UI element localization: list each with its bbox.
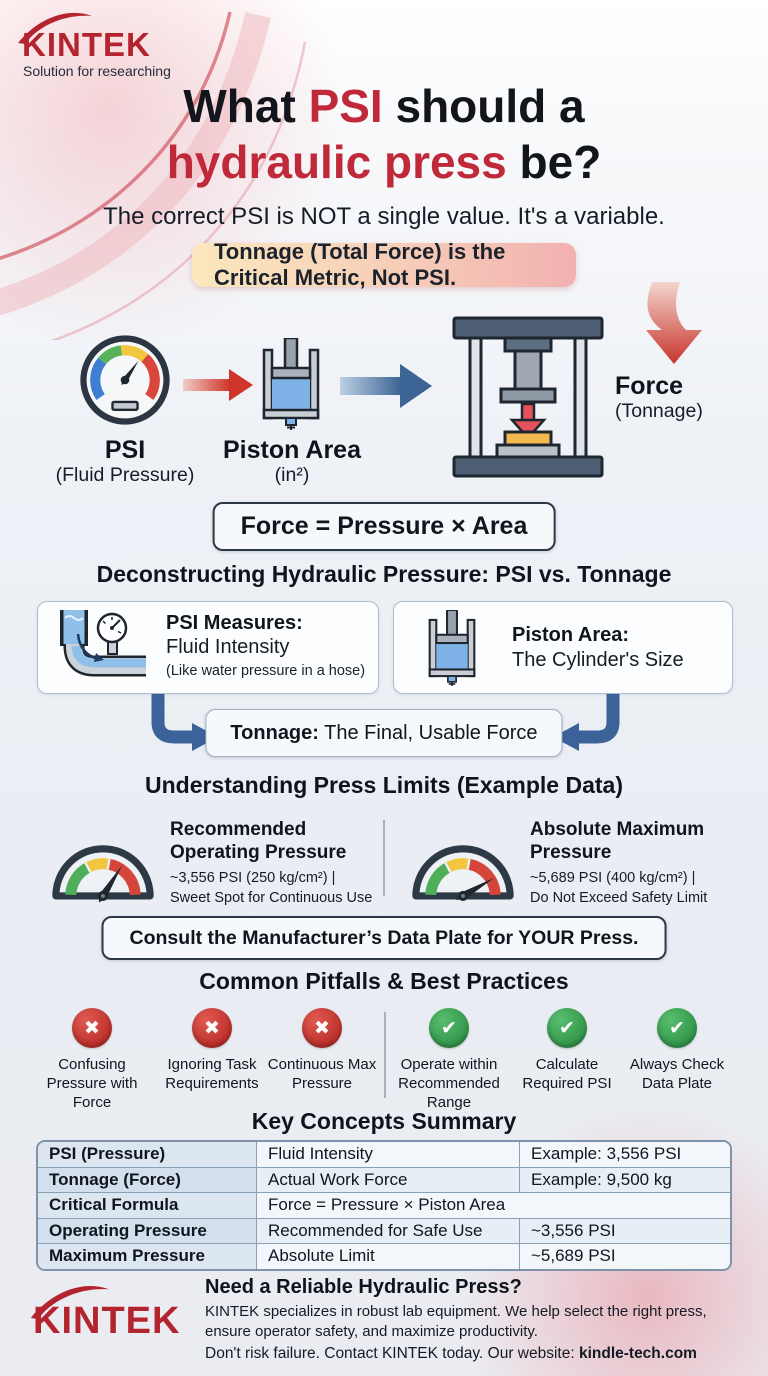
tonnage-pill-bold: Tonnage: — [230, 721, 319, 744]
flow-piston-sub: (in²) — [274, 464, 310, 486]
pipe-gauge-icon — [60, 610, 146, 677]
elbow-arrow-left-icon — [151, 694, 218, 751]
card-psi-measures: PSI Measures: Fluid Intensity (Like wate… — [37, 601, 379, 694]
tonnage-pill: Tonnage: The Final, Usable Force — [205, 709, 563, 757]
flow-psi-sub: (Fluid Pressure) — [55, 464, 195, 486]
table-row: PSI (Pressure) Fluid Intensity Example: … — [38, 1142, 730, 1168]
card-piston-line: The Cylinder's Size — [512, 649, 684, 671]
footer-website: kindle-tech.com — [578, 1345, 697, 1362]
subtitle: The correct PSI is NOT a single value. I… — [103, 203, 665, 230]
elbow-arrow-right-icon — [553, 694, 620, 751]
x-circle-icon: ✖ — [72, 1008, 112, 1048]
card-piston-area: Piston Area: The Cylinder's Size — [393, 601, 733, 694]
brand-swoosh-icon — [18, 12, 92, 44]
limit-right-value: ~5,689 PSI (400 kg/cm²) | — [530, 870, 696, 886]
card-piston-title: Piston Area: — [512, 624, 630, 646]
piston-small-icon — [428, 610, 476, 686]
card-psi-line: Fluid Intensity — [166, 636, 290, 658]
limit-right-title: Absolute Maximum Pressure — [530, 819, 705, 863]
tonnage-pill-text: The Final, Usable Force — [318, 721, 538, 744]
table-row: Tonnage (Force) Actual Work Force Exampl… — [38, 1167, 730, 1193]
limit-left-title: Recommended Operating Pressure — [170, 819, 347, 863]
flow-force-label: Force — [615, 372, 684, 400]
formula-pill: Force = Pressure × Area — [212, 502, 556, 551]
press-icon — [452, 316, 604, 478]
flow-piston-label: Piston Area — [222, 436, 361, 464]
table-row: Operating Pressure Recommended for Safe … — [38, 1218, 730, 1244]
pitfall-item: ✖ Confusing Pressure with Force — [31, 1008, 153, 1112]
table-row: Maximum Pressure Absolute Limit ~5,689 P… — [38, 1244, 730, 1269]
footer-body: KINTEK specializes in robust lab equipme… — [205, 1303, 707, 1340]
best-practice-item: ✔ Calculate Required PSI — [506, 1008, 628, 1093]
brand-swoosh-icon — [30, 1286, 110, 1319]
check-circle-icon: ✔ — [429, 1008, 469, 1048]
table-row: Critical Formula Force = Pressure × Pist… — [38, 1193, 730, 1219]
flow-arrow-blue-icon — [340, 364, 432, 408]
pitfall-item: ✖ Continuous Max Pressure — [261, 1008, 383, 1093]
check-circle-icon: ✔ — [657, 1008, 697, 1048]
check-circle-icon: ✔ — [547, 1008, 587, 1048]
footer-heading: Need a Reliable Hydraulic Press? — [205, 1276, 522, 1298]
brand-logo: KINTEK — [22, 26, 151, 63]
limit-left-block: Recommended Operating Pressure ~3,556 PS… — [170, 818, 380, 908]
pitfall-item: ✖ Ignoring Task Requirements — [151, 1008, 273, 1093]
limits-divider — [383, 820, 385, 896]
section-heading-pitfalls: Common Pitfalls & Best Practices — [199, 968, 569, 994]
curved-arrow-red-icon — [646, 282, 702, 364]
section-heading-limits: Understanding Press Limits (Example Data… — [144, 772, 623, 798]
half-gauge-recommended-icon — [52, 845, 154, 903]
limit-left-value: ~3,556 PSI (250 kg/cm²) | — [170, 870, 336, 886]
limit-right-block: Absolute Maximum Pressure ~5,689 PSI (40… — [530, 818, 742, 908]
footer-cta: Don't risk failure. Contact KINTEK today… — [205, 1345, 697, 1362]
flow-arrow-red-icon — [183, 369, 253, 401]
pitfalls-divider — [384, 1012, 386, 1098]
page-title: What PSI should a hydraulic press be? — [0, 78, 768, 190]
footer-logo: KINTEK — [33, 1300, 181, 1342]
half-gauge-max-icon — [412, 845, 514, 902]
flow-force-sub: (Tonnage) — [615, 400, 703, 422]
x-circle-icon: ✖ — [302, 1008, 342, 1048]
brand-tagline: Solution for researching — [23, 63, 171, 79]
highlight-banner: Tonnage (Total Force) is the Critical Me… — [192, 239, 576, 290]
limit-left-note: Sweet Spot for Continuous Use — [170, 890, 373, 906]
flow-psi-label: PSI — [104, 436, 146, 464]
gauge-icon — [80, 335, 170, 425]
piston-icon — [262, 338, 320, 430]
best-practice-item: ✔ Always Check Data Plate — [616, 1008, 738, 1093]
title-part: should a — [382, 80, 585, 132]
section-heading-summary: Key Concepts Summary — [251, 1108, 517, 1134]
best-practice-item: ✔ Operate within Recommended Range — [388, 1008, 510, 1112]
limit-right-note: Do Not Exceed Safety Limit — [530, 890, 708, 906]
title-part-red: PSI — [308, 80, 383, 132]
consult-pill: Consult the Manufacturer’s Data Plate fo… — [101, 916, 667, 960]
title-part: be? — [506, 136, 602, 188]
x-circle-icon: ✖ — [192, 1008, 232, 1048]
card-psi-note: (Like water pressure in a hose) — [166, 663, 366, 679]
section-heading-deconstruct: Deconstructing Hydraulic Pressure: PSI v… — [96, 561, 672, 587]
title-part: What — [183, 80, 309, 132]
title-part-red: hydraulic press — [166, 136, 507, 188]
summary-table: PSI (Pressure) Fluid Intensity Example: … — [36, 1140, 732, 1271]
card-psi-title: PSI Measures: — [166, 612, 303, 634]
